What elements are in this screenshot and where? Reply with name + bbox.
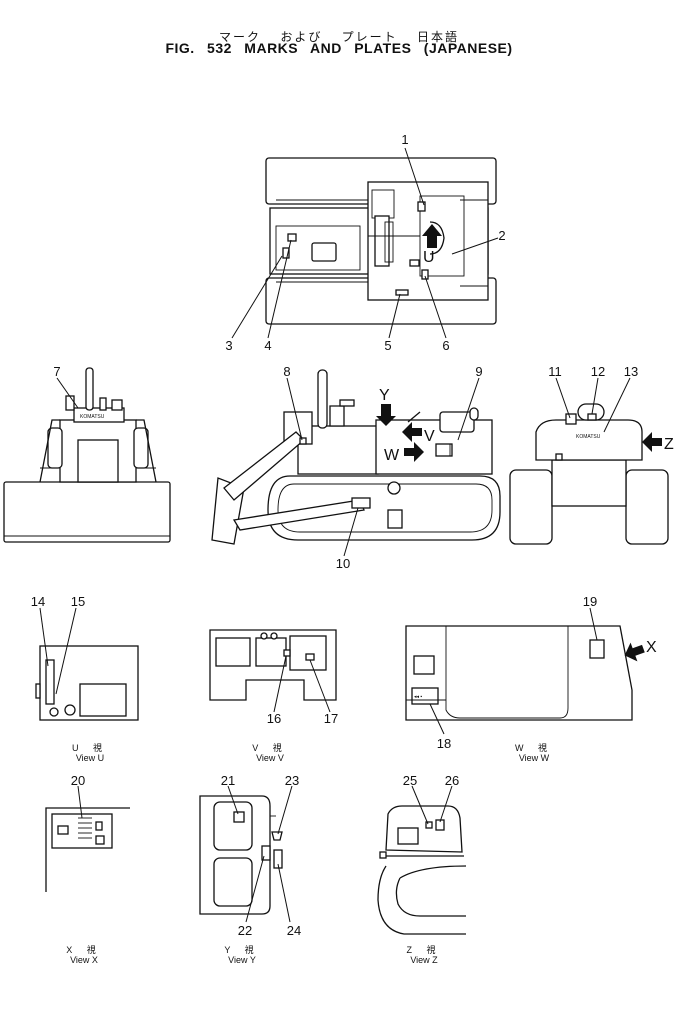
- callout-23: 23: [285, 773, 299, 788]
- arrow-to-view-w: [404, 442, 424, 462]
- callout-14: 14: [31, 594, 45, 609]
- caption-view-u-en: View U: [75, 753, 105, 763]
- view-z-drawing: [377, 805, 467, 935]
- leader-lines-view-z: [411, 785, 453, 825]
- caption-view-y-jp: Y 視: [224, 945, 260, 955]
- callout-5: 5: [384, 338, 391, 353]
- callout-6: 6: [442, 338, 449, 353]
- svg-text:◂◂ ▪: ◂◂ ▪: [414, 694, 422, 700]
- leader-lines-view-u: [39, 607, 77, 695]
- view-letter-x: X: [646, 639, 657, 656]
- callout-12: 12: [591, 364, 605, 379]
- callout-4: 4: [264, 338, 271, 353]
- view-w-drawing: ◂◂ ▪: [405, 625, 633, 721]
- leader-lines-view-w: [429, 607, 598, 735]
- view-letter-v: V: [424, 428, 435, 445]
- leader-7: [56, 377, 79, 409]
- callout-13: 13: [624, 364, 638, 379]
- caption-view-w-jp: W 視: [515, 743, 553, 753]
- view-y-drawing: [199, 795, 283, 915]
- arrow-to-view-x: [624, 642, 645, 662]
- view-letter-u: U: [423, 249, 435, 266]
- callout-26: 26: [445, 773, 459, 788]
- front-view-drawing: KOMATSU: [3, 367, 171, 543]
- caption-view-z-jp: Z 視: [406, 945, 442, 955]
- callout-21: 21: [221, 773, 235, 788]
- view-letter-w: W: [384, 447, 400, 464]
- caption-view-u-jp: U 視: [71, 743, 108, 753]
- leader-20: [77, 785, 83, 819]
- view-letter-y: Y: [379, 387, 390, 404]
- caption-view-v-en: View V: [256, 753, 284, 763]
- side-view-drawing: [211, 369, 501, 545]
- callout-2: 2: [498, 228, 505, 243]
- caption-view-u: U 視 View U: [60, 743, 120, 763]
- callout-18: 18: [437, 736, 451, 751]
- callout-19: 19: [583, 594, 597, 609]
- callout-9: 9: [475, 364, 482, 379]
- caption-view-v-jp: V 視: [252, 743, 288, 753]
- caption-view-w: W 視 View W: [504, 743, 564, 763]
- callout-25: 25: [403, 773, 417, 788]
- caption-view-x-en: View X: [70, 955, 98, 965]
- callout-8: 8: [283, 364, 290, 379]
- leader-lines-top: [231, 147, 499, 339]
- caption-view-v: V 視 View V: [240, 743, 300, 763]
- view-v-drawing: [209, 629, 337, 701]
- callout-16: 16: [267, 711, 281, 726]
- callout-22: 22: [238, 923, 252, 938]
- leader-lines-view-v: [273, 655, 331, 713]
- view-x-drawing: [45, 807, 130, 892]
- callout-3: 3: [225, 338, 232, 353]
- top-view-drawing: [265, 157, 497, 325]
- figure-title: FIG. 532 MARKS AND PLATES (JAPANESE): [165, 40, 513, 56]
- callout-15: 15: [71, 594, 85, 609]
- leader-lines-rear: [555, 377, 631, 433]
- callout-24: 24: [287, 923, 301, 938]
- komatsu-rear-plate-text: KOMATSU: [576, 434, 601, 440]
- callout-7: 7: [53, 364, 60, 379]
- rear-view-drawing: KOMATSU: [509, 403, 669, 545]
- leader-lines-view-y: [227, 785, 293, 923]
- figure-title-japanese: マーク および プレート 日本語: [218, 30, 459, 44]
- callout-17: 17: [324, 711, 338, 726]
- view-letter-z: Z: [664, 436, 674, 453]
- caption-view-w-en: View W: [518, 753, 550, 763]
- callout-20: 20: [71, 773, 85, 788]
- arrow-to-view-v: [402, 422, 422, 442]
- caption-view-y: Y 視 View Y: [212, 945, 272, 965]
- callout-numbers: 1 2 3 4 5 6 7 8 9 10 11 12 13 14 15 16 1…: [31, 132, 638, 938]
- komatsu-side-plate-text: KOMATSU: [80, 414, 105, 420]
- caption-view-x-jp: X 視: [66, 945, 102, 955]
- caption-view-z: Z 視 View Z: [394, 945, 454, 965]
- callout-10: 10: [336, 556, 350, 571]
- leader-lines-side: [286, 377, 480, 557]
- arrow-to-view-u: [422, 224, 442, 248]
- view-u-drawing: [35, 645, 139, 721]
- caption-view-y-en: View Y: [228, 955, 256, 965]
- callout-11: 11: [548, 364, 562, 379]
- caption-view-z-en: View Z: [410, 955, 438, 965]
- caption-view-x: X 視 View X: [54, 945, 114, 965]
- arrow-to-view-y: [376, 404, 396, 426]
- arrow-to-view-z: [642, 432, 662, 452]
- callout-1: 1: [401, 132, 408, 147]
